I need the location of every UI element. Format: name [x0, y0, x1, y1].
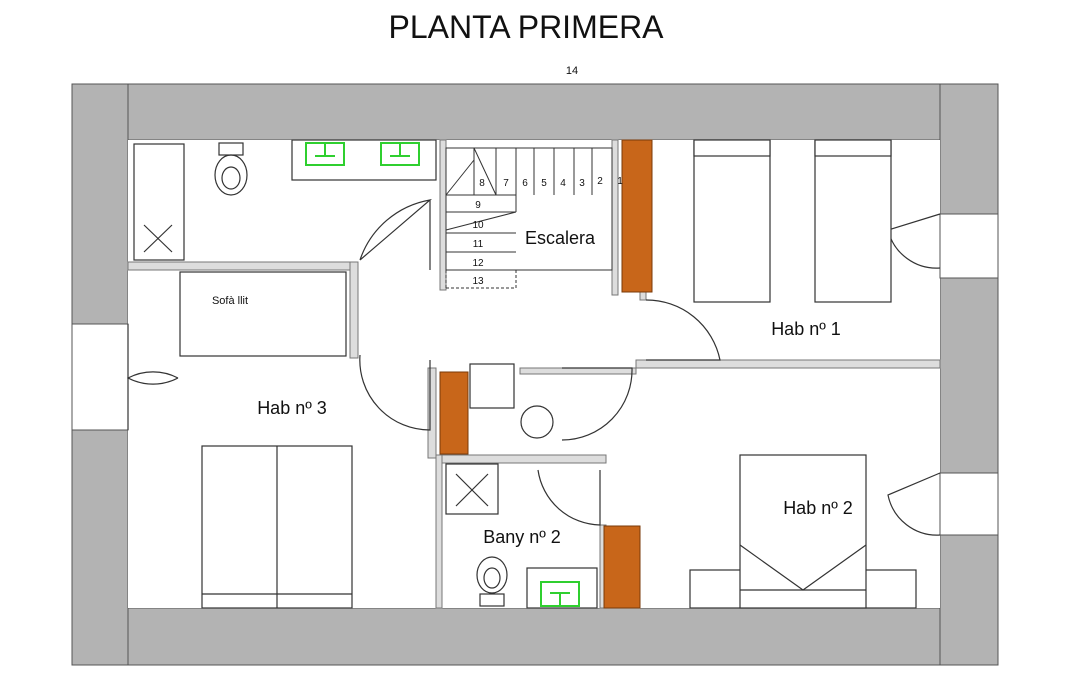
- sink-bathroom-2: [540, 581, 580, 607]
- stair-step-numbers: 1 2 3 4 5 6 7 8 9 10 11 12 13: [472, 176, 623, 287]
- cabinet: [469, 363, 515, 409]
- round-table: [520, 405, 554, 439]
- room-label-bany-2: Bany nº 2: [483, 527, 561, 547]
- bedroom-3-furniture: [179, 271, 353, 609]
- chimney-3: [603, 525, 641, 609]
- sofa-bed-label: Sofà llit: [212, 295, 248, 307]
- room-label-hab-3: Hab nº 3: [257, 398, 327, 418]
- stair-step-number: 8: [479, 178, 485, 189]
- chimney-2: [439, 371, 469, 455]
- left-door-recess: [71, 323, 129, 431]
- sink-counter-1: [291, 139, 437, 181]
- wall-top: [71, 83, 999, 141]
- exterior-walls: [71, 83, 999, 666]
- room-label-escalera: Escalera: [525, 228, 596, 248]
- sinks-top: [305, 142, 420, 166]
- interior-walls: [127, 139, 941, 609]
- stair-step-number: 4: [560, 178, 566, 189]
- wall-bottom: [71, 607, 999, 666]
- bedroom-2-furniture: [689, 454, 917, 609]
- stair-step-number: 6: [522, 178, 528, 189]
- top-dimension-label: 14: [566, 65, 578, 77]
- wall-left-upper: [71, 83, 129, 325]
- toilet-2: [476, 556, 508, 594]
- chimney-flues: [439, 139, 653, 609]
- wall-right-lower: [939, 534, 999, 666]
- bed: [693, 139, 771, 303]
- bathroom-2-fixtures: [445, 463, 598, 609]
- stair-step-number: 5: [541, 178, 547, 189]
- room-label-hab-2: Hab nº 2: [783, 498, 853, 518]
- bedroom-1-furniture: [693, 139, 892, 303]
- wall-right-upper: [939, 83, 999, 215]
- stair-step-number: 7: [503, 178, 509, 189]
- room-label-hab-1: Hab nº 1: [771, 319, 841, 339]
- sink-counter-2: [526, 567, 598, 609]
- stair-step-number: 12: [472, 258, 484, 269]
- staircase: [445, 147, 613, 289]
- sofa-bed: [179, 271, 347, 357]
- stair-step-number: 13: [472, 276, 484, 287]
- bed: [814, 139, 892, 303]
- stair-step-number: 9: [475, 200, 481, 211]
- plan-title: PLANTA PRIMERA: [388, 9, 664, 45]
- stair-step-number: 1: [617, 176, 623, 187]
- stair-step-number: 3: [579, 178, 585, 189]
- hallway-fixtures: [469, 363, 554, 439]
- wall-left-lower: [71, 429, 129, 666]
- toilet-1: [214, 154, 248, 196]
- stair-step-number: 11: [473, 239, 484, 250]
- wall-right-mid: [939, 277, 999, 474]
- shower-tray-2: [445, 463, 499, 515]
- right-window-recesses: [939, 213, 999, 536]
- shower-tray-1: [133, 143, 185, 261]
- bathroom-1-fixtures: [133, 139, 437, 261]
- stair-step-number: 2: [597, 176, 603, 187]
- stair-step-number: 10: [472, 220, 484, 231]
- chimney-1: [621, 139, 653, 293]
